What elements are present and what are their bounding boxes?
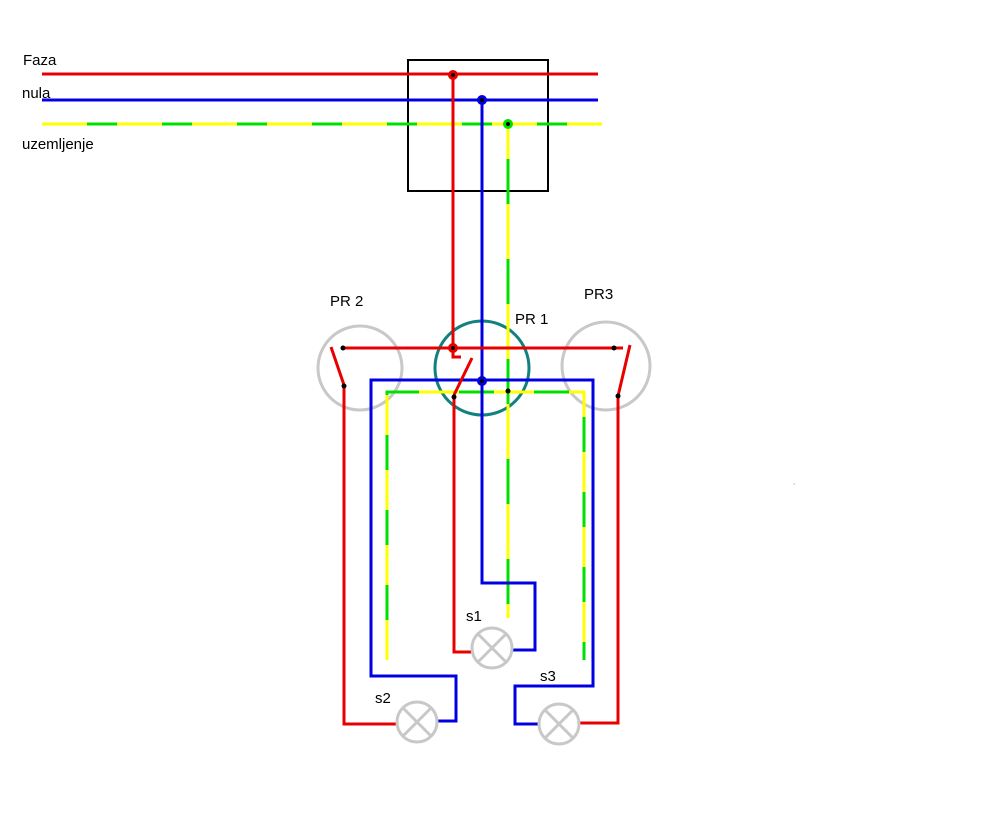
neutral-label: nula <box>22 85 51 102</box>
lamp-s3 <box>537 702 581 746</box>
lamp-s1 <box>470 626 514 670</box>
connection-points <box>340 70 795 485</box>
phase-wires <box>329 74 632 726</box>
pr3-switch-box <box>560 320 652 412</box>
pr2-label: PR 2 <box>330 293 363 310</box>
phase-label: Faza <box>23 52 57 69</box>
s1-label: s1 <box>466 608 482 625</box>
lamp-s2 <box>395 700 439 744</box>
pr1-label: PR 1 <box>515 311 548 328</box>
s3-label: s3 <box>540 668 556 685</box>
pr2-switch-box <box>316 324 404 412</box>
pr3-label: PR3 <box>584 286 613 303</box>
s2-label: s2 <box>375 690 391 707</box>
ground-label: uzemljenje <box>22 136 94 153</box>
ground-wires <box>385 124 586 660</box>
